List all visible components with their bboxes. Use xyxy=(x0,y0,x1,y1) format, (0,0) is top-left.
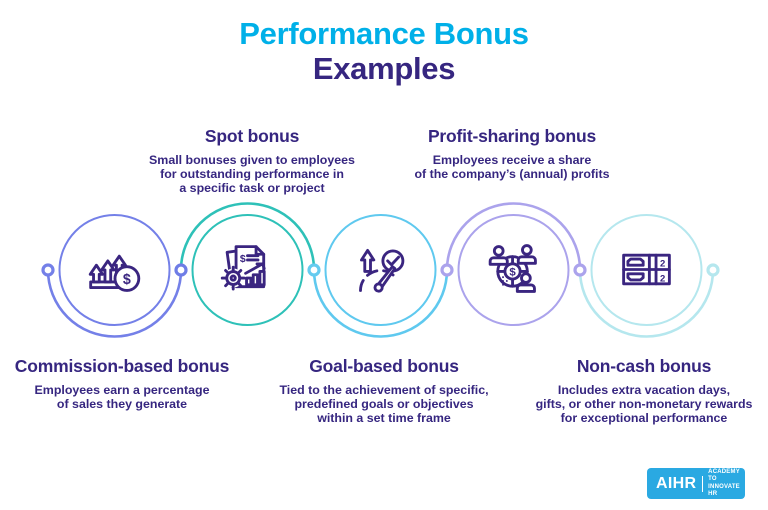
connector-dot-3 xyxy=(307,263,321,277)
connector-arc-3 xyxy=(312,269,449,338)
document-gear-chart-icon: $ xyxy=(220,245,266,291)
item-circle-commission-based-bonus xyxy=(58,214,171,326)
svg-text:$: $ xyxy=(509,267,516,279)
connector-dot-2 xyxy=(174,263,188,277)
title-line-1: Performance Bonus xyxy=(239,16,529,51)
connector-arc-4 xyxy=(445,202,582,271)
svg-text:2: 2 xyxy=(660,259,665,270)
svg-text:$: $ xyxy=(123,272,131,288)
aihr-logo-tagline-line2: INNOVATE HR xyxy=(708,483,740,498)
item-description-spot-bonus: Small bonuses given to employees for out… xyxy=(149,153,355,195)
item-circle-non-cash-bonus xyxy=(590,214,703,326)
label-block-profit-sharing-bonus: Profit-sharing bonus Employees receive a… xyxy=(372,126,652,182)
aihr-logo-wordmark: AIHR xyxy=(656,474,697,492)
label-block-commission-based-bonus: Commission-based bonus Employees earn a … xyxy=(0,356,262,412)
label-block-non-cash-bonus: Non-cash bonus Includes extra vacation d… xyxy=(504,356,768,426)
label-block-goal-based-bonus: Goal-based bonus Tied to the achievement… xyxy=(244,356,524,426)
banknotes-icon: 2 2 xyxy=(622,253,671,286)
connector-dot-5 xyxy=(573,263,587,277)
connector-arc-2 xyxy=(179,202,316,271)
rising-arrows-dollar-icon: $ xyxy=(88,254,141,292)
item-heading-commission-based-bonus: Commission-based bonus xyxy=(14,356,230,376)
item-heading-non-cash-bonus: Non-cash bonus xyxy=(576,356,712,376)
item-description-non-cash-bonus: Includes extra vacation days, gifts, or … xyxy=(535,383,753,425)
item-heading-spot-bonus: Spot bonus xyxy=(204,126,300,146)
item-circle-profit-sharing-bonus xyxy=(457,214,570,326)
connector-arc-5 xyxy=(578,269,715,338)
item-circle-spot-bonus xyxy=(191,214,304,326)
svg-text:2: 2 xyxy=(660,273,665,284)
item-heading-profit-sharing-bonus: Profit-sharing bonus xyxy=(427,126,597,146)
aihr-logo: AIHR ACADEMY TO INNOVATE HR xyxy=(647,468,745,499)
connector-dot-1 xyxy=(41,263,55,277)
item-description-goal-based-bonus: Tied to the achievement of specific, pre… xyxy=(279,383,489,425)
bonus-chain-graphic: $ $ xyxy=(41,202,720,338)
connector-arc-1 xyxy=(46,269,183,338)
aihr-logo-tagline: ACADEMY TO INNOVATE HR xyxy=(708,469,745,499)
people-dollar-share-icon: $ xyxy=(488,244,537,293)
item-description-commission-based-bonus: Employees earn a percentage of sales the… xyxy=(34,383,210,411)
item-circle-goal-based-bonus xyxy=(324,214,437,326)
title-line-2: Examples xyxy=(312,51,456,86)
label-block-spot-bonus: Spot bonus Small bonuses given to employ… xyxy=(112,126,392,196)
connector-dot-6 xyxy=(706,263,720,277)
svg-text:$: $ xyxy=(240,254,246,265)
item-heading-goal-based-bonus: Goal-based bonus xyxy=(309,356,459,376)
gauge-checkmark-icon xyxy=(359,249,405,293)
aihr-logo-divider xyxy=(702,475,704,492)
connector-dot-4 xyxy=(440,263,454,277)
aihr-logo-tagline-line1: ACADEMY TO xyxy=(708,468,740,483)
item-description-profit-sharing-bonus: Employees receive a share of the company… xyxy=(414,153,610,181)
